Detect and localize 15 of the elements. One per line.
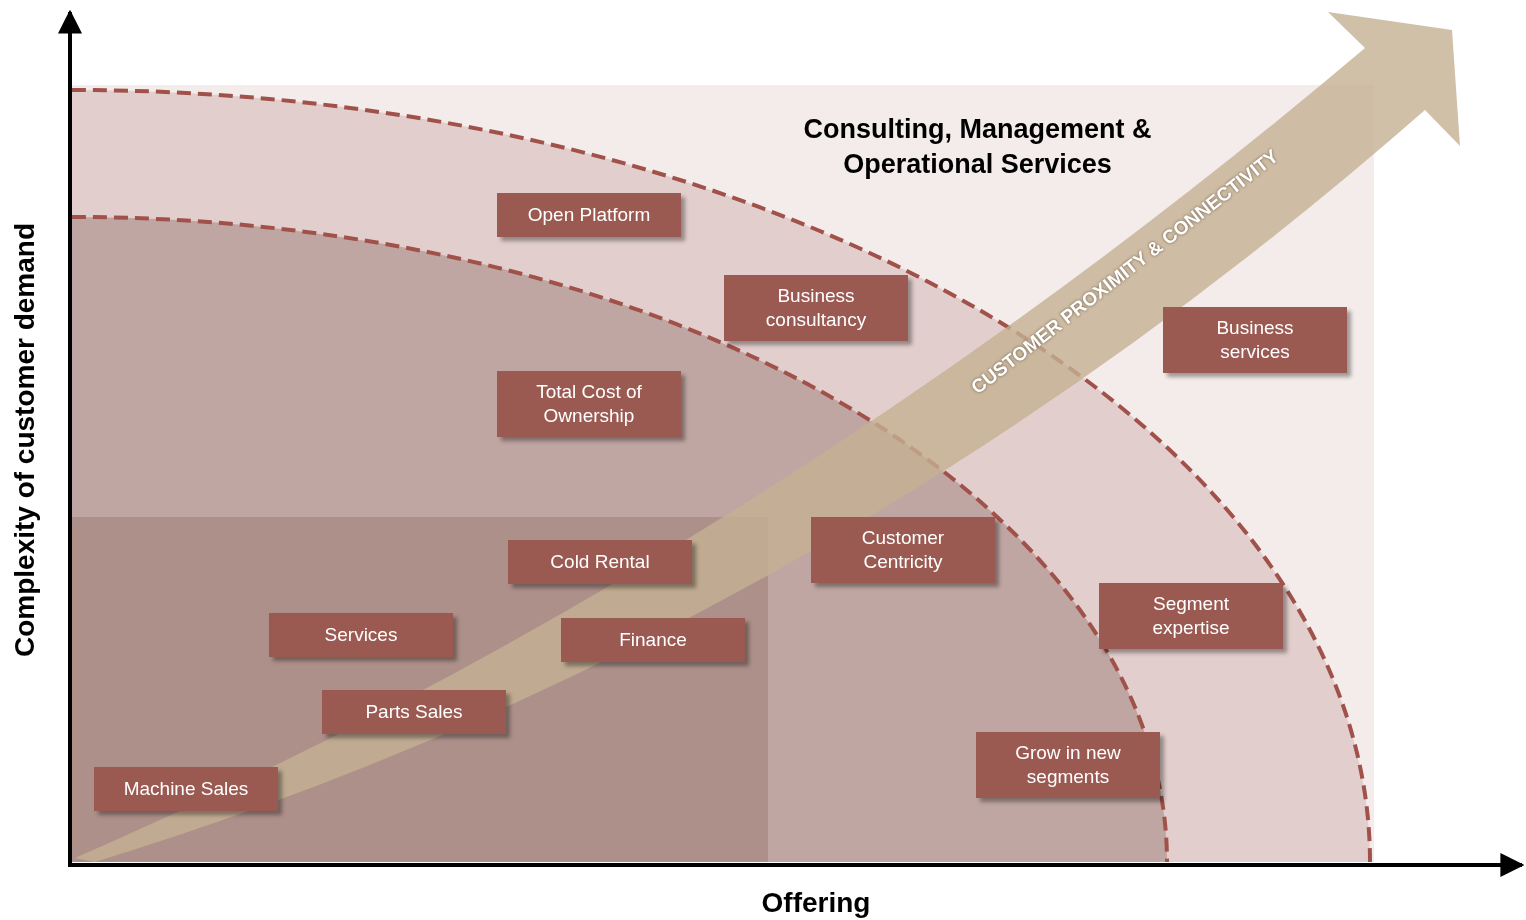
axis-title: Complexity of customer demand <box>9 222 41 658</box>
axis-title: Offering <box>761 887 871 919</box>
offering-box: Customer Centricity <box>811 517 995 583</box>
offering-box: Business services <box>1163 307 1347 373</box>
offering-box: Machine Sales <box>94 767 278 811</box>
offering-box: Segment expertise <box>1099 583 1283 649</box>
offering-box: Parts Sales <box>322 690 506 734</box>
offering-box: Business consultancy <box>724 275 908 341</box>
offering-box: Finance <box>561 618 745 662</box>
offering-box: Open Platform <box>497 193 681 237</box>
offering-box: Total Cost of Ownership <box>497 371 681 437</box>
offering-box: Services <box>269 613 453 657</box>
offering-box: Cold Rental <box>508 540 692 584</box>
zone-heading: Consulting, Management & Operational Services <box>802 113 1153 181</box>
offering-box: Grow in new segments <box>976 732 1160 798</box>
